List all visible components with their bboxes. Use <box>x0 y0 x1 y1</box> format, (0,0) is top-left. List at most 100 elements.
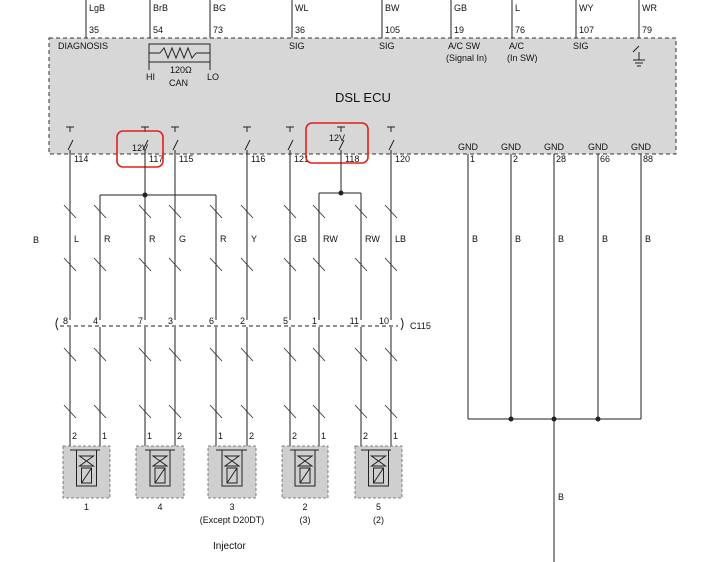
top-pin-signal: A/C SW <box>448 41 481 51</box>
injector-number: 4 <box>157 502 162 512</box>
top-wire-color: BG <box>213 3 226 13</box>
connector-right-bracket <box>400 317 404 331</box>
ecu-pin-number: 121 <box>294 154 309 164</box>
gnd-pin-number: 66 <box>600 154 610 164</box>
wire-break-mark <box>354 257 368 272</box>
coil-icon <box>81 467 92 484</box>
wire-color-label: RW <box>323 234 338 244</box>
injector-pin-label: 1 <box>147 431 152 441</box>
wire-break-mark <box>209 204 223 219</box>
resistor-value: 120Ω <box>170 65 192 75</box>
wire-break-mark <box>283 204 297 219</box>
gnd-label: GND <box>501 142 522 152</box>
ecu-pin-number: 114 <box>74 154 88 164</box>
valve-icon <box>369 455 388 467</box>
resistor-name: CAN <box>169 78 188 88</box>
ecu-title: DSL ECU <box>335 90 391 105</box>
top-pin-signal: DIAGNOSIS <box>58 41 108 51</box>
valve-icon <box>223 455 241 467</box>
wire-color-label: R <box>104 234 111 244</box>
wire-break-mark <box>63 257 77 272</box>
top-wire-color: WY <box>579 3 594 13</box>
gnd-wire-color: B <box>472 234 478 244</box>
top-pin-number: 54 <box>153 25 163 35</box>
contact-blade <box>172 139 179 151</box>
injector-pin-label: 2 <box>249 431 254 441</box>
connector-pin-number: 4 <box>93 316 98 326</box>
injector-note: (Except D20DT) <box>200 515 265 525</box>
injector-pin-label: 1 <box>393 431 398 441</box>
wire-break-mark <box>168 257 182 272</box>
resistor-zigzag <box>159 46 197 60</box>
wire-break-mark <box>384 257 398 272</box>
gnd-pin-number: 2 <box>513 154 518 164</box>
wire-break-mark <box>168 204 182 219</box>
top-pin-number: 76 <box>515 25 525 35</box>
ecu-output-pin: 118 <box>337 126 359 164</box>
injector-coil-frame <box>294 449 316 487</box>
top-pin-number: 79 <box>642 25 652 35</box>
injector-number: 3 <box>229 502 234 512</box>
injector-body <box>207 445 257 499</box>
injector-pin-label: 1 <box>321 431 326 441</box>
injector-pin-label: 2 <box>363 431 368 441</box>
injector-body <box>62 445 111 499</box>
can-resistor: 120Ω CAN HI LO <box>146 43 219 88</box>
wire-color-label: GB <box>294 234 307 244</box>
top-wire-color: L <box>515 3 520 13</box>
injector-note: (2) <box>373 515 384 525</box>
contact-blade <box>338 139 345 151</box>
injector-pin-label: 2 <box>177 431 182 441</box>
injector-body <box>135 445 185 499</box>
gnd-label: GND <box>544 142 565 152</box>
highlight-box <box>116 130 164 168</box>
ecu-output-pin: 121 <box>286 126 309 164</box>
top-pin-signal-sub: (In SW) <box>507 53 538 63</box>
injector-coil-frame <box>221 449 243 487</box>
gnd-label: GND <box>631 142 652 152</box>
injector-4: 1 2 4 <box>135 431 185 512</box>
contact-blade <box>287 139 294 151</box>
connector-pin-number: 10 <box>379 316 389 326</box>
gnd-wire-color: B <box>515 234 521 244</box>
injector-number: 1 <box>84 502 89 512</box>
connector-pin-number: 2 <box>240 316 245 326</box>
valve-icon <box>151 455 169 467</box>
ecu-pin-number: 118 <box>345 154 359 164</box>
gnd-pin-number: 1 <box>470 154 475 164</box>
ecu-pin-number: 117 <box>149 154 163 164</box>
wire-color-label: L <box>74 234 79 244</box>
left-wire-label: B <box>33 235 39 245</box>
top-wire-color: WR <box>642 3 657 13</box>
highlight-label: 12V <box>132 143 148 153</box>
gnd-wire-color: B <box>645 234 651 244</box>
injector-coil-frame <box>368 449 389 487</box>
wire-break-mark <box>138 204 152 219</box>
contact-blade <box>67 139 74 151</box>
wire-color-label: Y <box>251 234 257 244</box>
top-pin-number: 19 <box>454 25 464 35</box>
ecu-pin-number: 115 <box>179 154 193 164</box>
wire-break-mark <box>354 204 368 219</box>
wire-break-mark <box>63 204 77 219</box>
valve-icon <box>77 455 96 467</box>
coil-diagonal <box>226 467 238 484</box>
ecu-output-pin: 114 <box>66 126 88 164</box>
gnd-wire-color: B <box>558 234 564 244</box>
ecu-output-pin: 120 <box>387 126 410 164</box>
chassis-ground-symbol <box>632 45 645 67</box>
wire-break-mark <box>240 204 254 219</box>
wire-break-mark <box>93 204 107 219</box>
coil-icon <box>226 467 238 484</box>
connector-pin-number: 7 <box>138 316 143 326</box>
gnd-pin-number: 28 <box>556 154 566 164</box>
gnd-label: GND <box>588 142 609 152</box>
ecu-box <box>48 37 677 155</box>
wire-break-mark <box>312 257 326 272</box>
